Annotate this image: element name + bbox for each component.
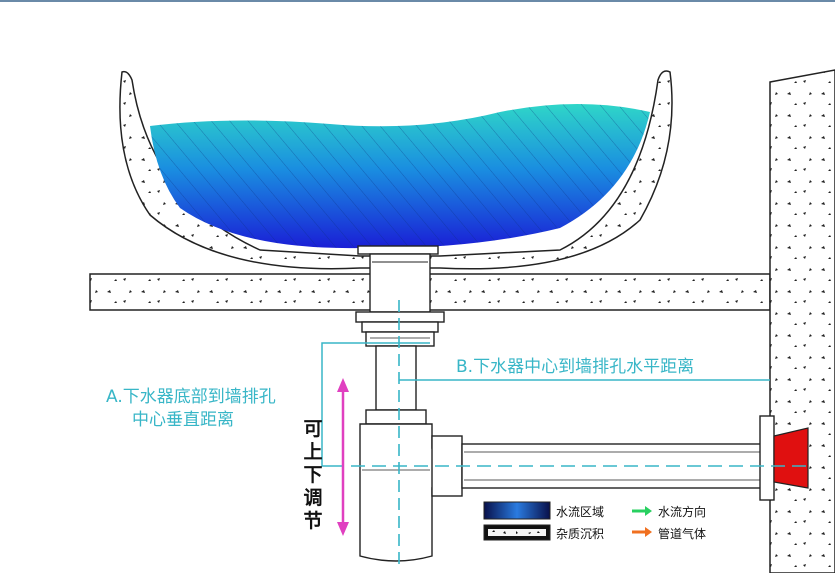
guide-line-a — [321, 342, 430, 467]
tailpiece — [375, 345, 417, 411]
adjustable-char-5: 节 — [303, 510, 323, 532]
wall-flange — [759, 415, 775, 501]
label-a-line1: A.下水器底部到墙排孔 — [106, 387, 276, 407]
basin-water-hatch — [150, 104, 650, 249]
adjust-arrow-up-head — [337, 378, 349, 392]
legend-gas-label: 管道气体 — [658, 527, 707, 541]
drain-flange — [357, 245, 439, 255]
adjustable-char-2: 上 — [303, 441, 323, 463]
label-a-line2: 中心垂直距离 — [132, 410, 234, 430]
legend-water-swatch — [483, 501, 551, 520]
drain-body — [369, 253, 431, 313]
legend-water-label: 水流区域 — [556, 505, 605, 519]
adjustable-char-1: 可 — [303, 418, 323, 440]
legend-flow-label: 水流方向 — [658, 505, 707, 519]
legend-sediment-label: 杂质沉积 — [556, 527, 605, 541]
wall-drain-port — [773, 427, 809, 489]
adjust-arrow-down-head — [337, 522, 349, 536]
trap-nut — [365, 409, 427, 425]
wall — [769, 69, 835, 574]
adjustable-char-3: 下 — [303, 464, 323, 486]
adjustable-label: 可 上 下 调 节 — [302, 418, 324, 533]
bottle-trap — [359, 423, 437, 562]
lock-nut — [355, 311, 445, 323]
adjustable-char-4: 调 — [303, 487, 323, 509]
label-b: B.下水器中心到墙排孔水平距离 — [456, 357, 695, 377]
